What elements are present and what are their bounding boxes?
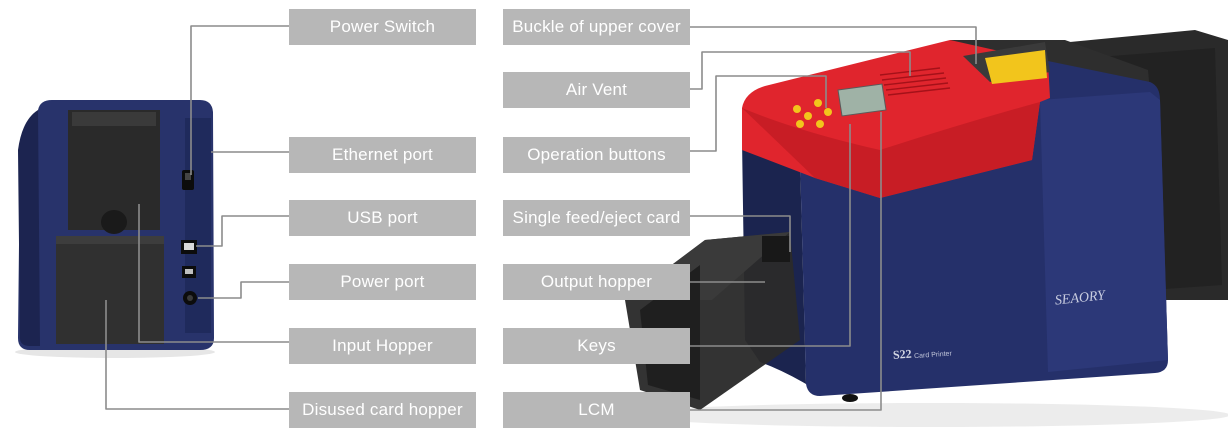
leader-lcm — [690, 112, 882, 411]
label-usb-port: USB port — [289, 200, 476, 236]
printer-brand-logo: SEAORY — [1054, 288, 1108, 308]
leader-power-port — [198, 281, 289, 299]
label-air-vent: Air Vent — [503, 72, 690, 108]
label-keys: Keys — [503, 328, 690, 364]
printer-model-suffix: Card Printer — [914, 350, 953, 360]
lcm-shape — [837, 83, 887, 117]
printer-rear-view — [15, 100, 215, 358]
operation-buttons-shape — [793, 99, 832, 128]
label-operation-buttons: Operation buttons — [503, 137, 690, 173]
leader-buckle-upper-cover — [690, 26, 977, 64]
printer-front-view: SEAORY S22 Card Printer — [625, 30, 1228, 427]
label-buckle-upper-cover: Buckle of upper cover — [503, 9, 690, 45]
label-ethernet-port: Ethernet port — [289, 137, 476, 173]
label-input-hopper: Input Hopper — [289, 328, 476, 364]
leader-air-vent — [690, 51, 911, 90]
printer-model-name: S22 — [892, 347, 912, 362]
disused-card-hopper-shape — [56, 236, 164, 344]
leader-keys — [690, 124, 851, 347]
leader-single-feed — [690, 215, 791, 252]
label-single-feed-eject-card: Single feed/eject card — [503, 200, 690, 236]
label-power-port: Power port — [289, 264, 476, 300]
leader-input-hopper — [138, 204, 289, 343]
leader-usb-port — [196, 215, 289, 247]
label-power-switch: Power Switch — [289, 9, 476, 45]
label-output-hopper: Output hopper — [503, 264, 690, 300]
label-lcm: LCM — [503, 392, 690, 428]
label-disused-card-hopper: Disused card hopper — [289, 392, 476, 428]
leader-power-switch — [190, 25, 289, 175]
buckle-shape — [985, 50, 1047, 84]
leader-disused-card-hopper — [105, 300, 289, 410]
leader-operation-buttons — [690, 75, 827, 152]
